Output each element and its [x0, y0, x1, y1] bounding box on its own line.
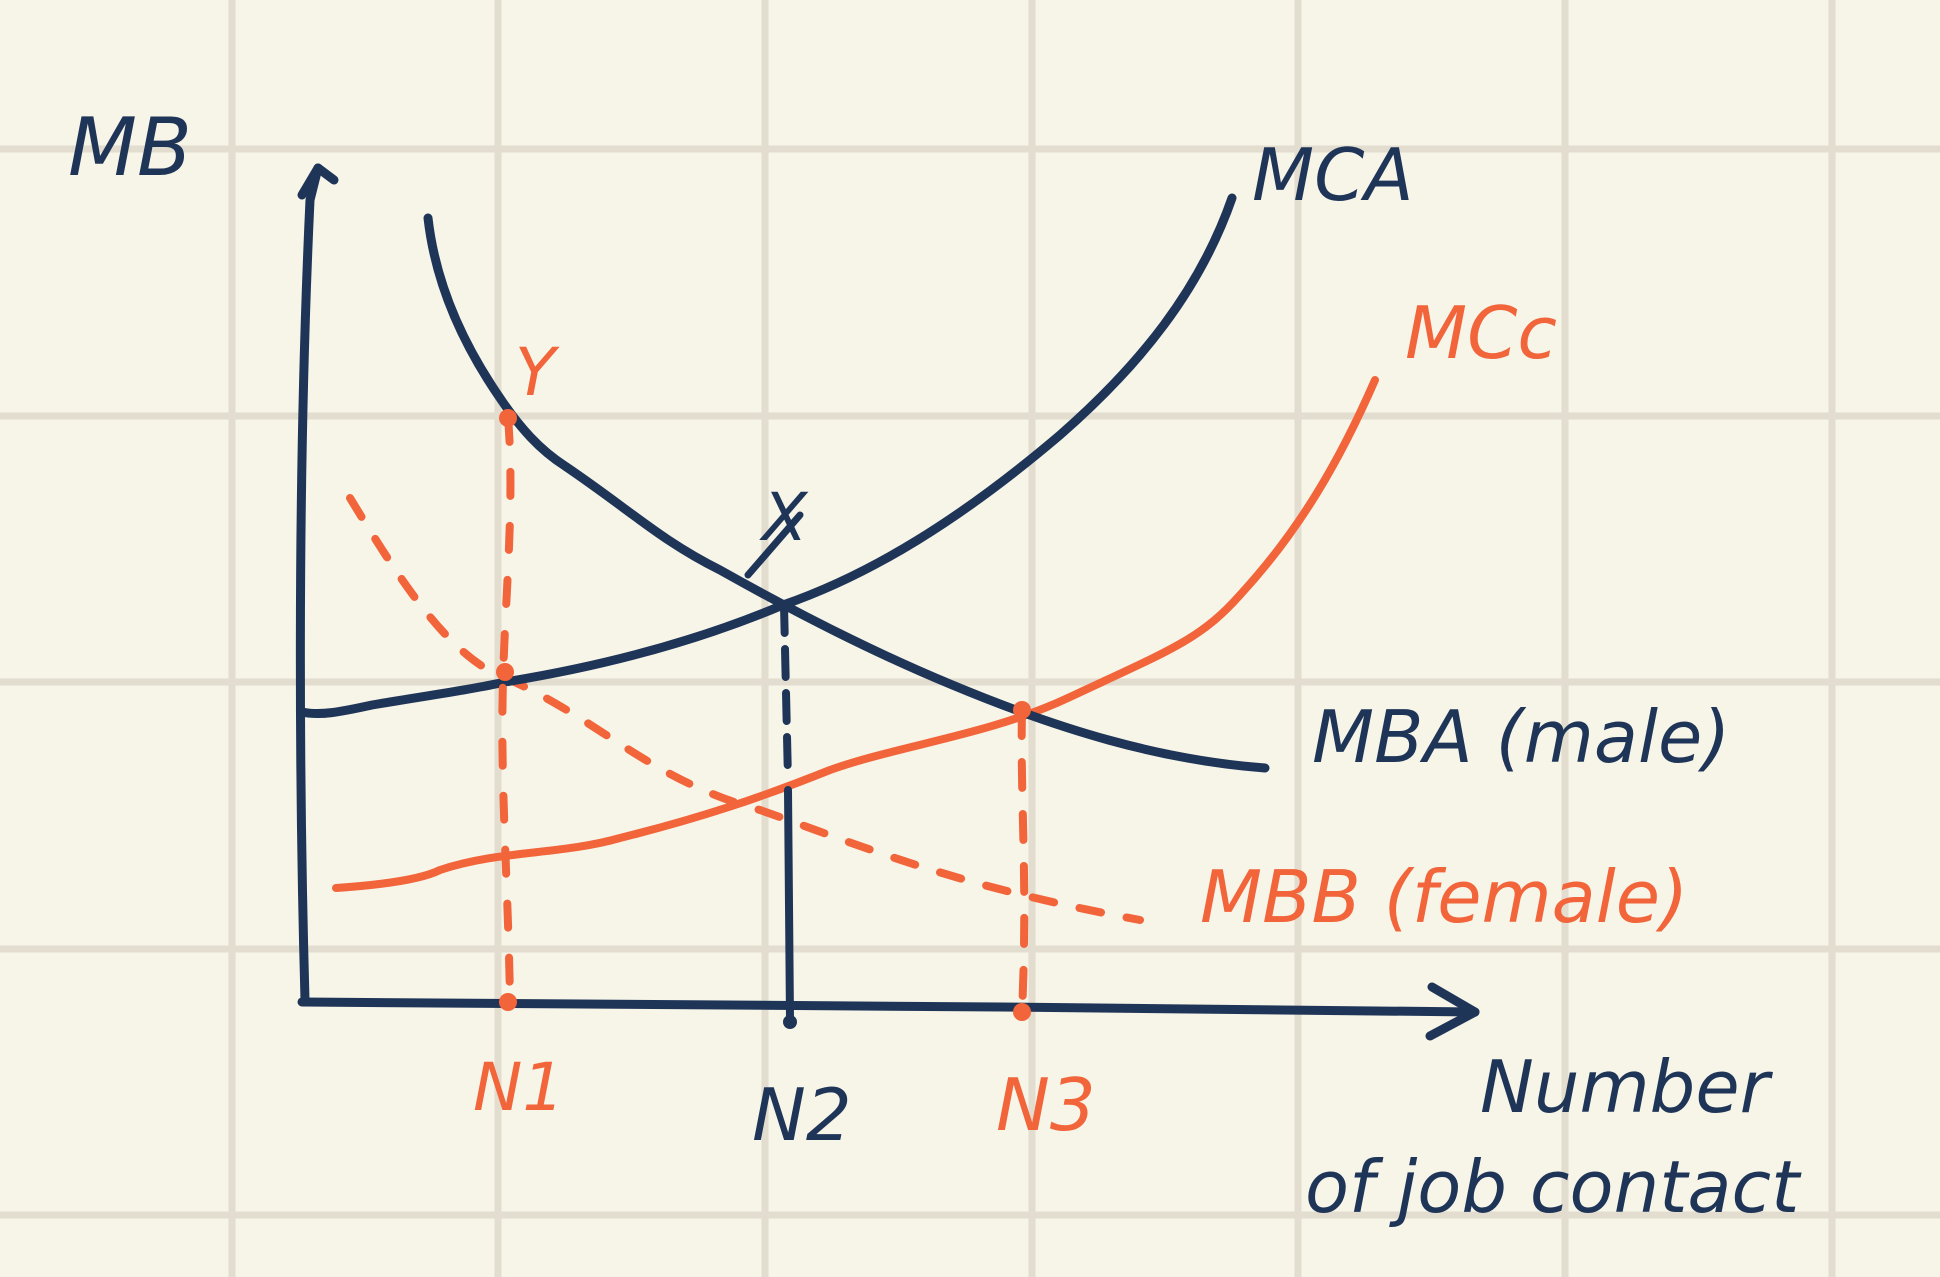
point-y-marker — [499, 409, 517, 427]
n3-label: N3 — [996, 1063, 1096, 1147]
point-x-label: X — [759, 479, 809, 556]
mb-b-curve — [346, 494, 1144, 924]
n2-label: N2 — [752, 1073, 852, 1157]
y-axis-arrowhead — [297, 163, 339, 200]
n2-guide-dashed — [780, 601, 792, 784]
point-n3-intersection-marker — [1013, 701, 1031, 719]
x-axis-label-line1: Number — [1480, 1045, 1774, 1129]
mb-a-curve — [423, 213, 1270, 773]
mc-c-curve — [332, 376, 1379, 892]
point-y-label: Y — [515, 334, 560, 411]
n2-guide-solid — [784, 786, 794, 1024]
mb-a-label: MBA (male) — [1312, 695, 1730, 779]
mb-b-label: MBB (female) — [1200, 855, 1688, 939]
n2-axis-marker — [783, 1015, 797, 1029]
x-label-leader — [744, 511, 804, 579]
mc-a-curve — [297, 193, 1237, 719]
n1-label: N1 — [473, 1049, 564, 1126]
x-axis-arrowhead — [1425, 982, 1480, 1041]
y-axis — [295, 163, 323, 1005]
x-axis — [297, 997, 1480, 1017]
mc-a-label: MCA — [1252, 133, 1414, 217]
n3-axis-marker — [1013, 1003, 1031, 1021]
point-n1-intersection-marker — [496, 663, 514, 681]
y-axis-label: MB — [68, 101, 192, 194]
n1-axis-marker — [499, 993, 517, 1011]
x-axis-label-line2: of job contact — [1305, 1145, 1802, 1229]
mc-c-label: MCc — [1405, 291, 1557, 375]
